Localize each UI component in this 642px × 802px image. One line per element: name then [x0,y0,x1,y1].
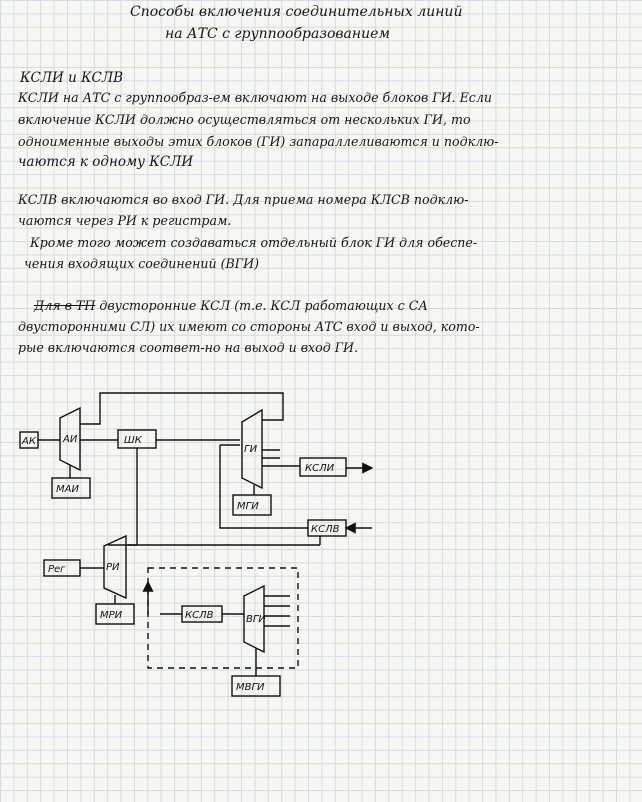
paragraph3-line: двусторонними СЛ) их имеют со стороны АТ… [18,319,480,334]
mgi-label: МГИ [237,501,259,512]
paragraph3-line: рые включаются соответ-но на выход и вхо… [18,340,359,355]
vgi-block [243,584,265,654]
ksl-v-label: КСЛВ [311,524,340,535]
paragraph1-line: чаются к одному КСЛИ [18,154,194,170]
gi-block [241,408,263,490]
gi-label: ГИ [244,444,258,455]
ksli-label: КСЛИ [305,463,335,474]
mai-label: МАИ [56,484,79,495]
reg-label: Рег [48,564,66,575]
paragraph1-line: КСЛИ на АТС с группообраз-ем включают на… [18,90,492,105]
paragraph1-line: включение КСЛИ должно осуществляться от … [18,112,471,127]
paragraph1-line: одноименные выходы этих блоков (ГИ) запа… [18,134,499,149]
paragraph2-line: Кроме того может создаваться отдельный б… [30,235,478,250]
mvgi-block [231,675,281,697]
mri-block [95,603,135,625]
subtitle: КСЛИ и КСЛВ [20,70,124,86]
vgi-label: ВГИ [246,614,266,625]
mgi-block [232,494,272,516]
paragraph2-line: чения входящих соединений (ВГИ) [24,256,260,271]
title-line-2: на АТС с группообразованием [165,26,391,42]
struck-text: Для в ТП [34,298,96,313]
ai-block [59,406,81,472]
kslv2-label: КСЛВ [185,610,214,621]
mai-block [51,477,91,499]
paragraph3-line: двусторонние КСЛ (т.е. КСЛ работающих с … [99,298,428,313]
mri-label: МРИ [100,610,123,621]
vgi-region [147,567,299,669]
ak-label: АК [21,436,37,447]
paragraph2-line: чаются через РИ к регистрам. [18,213,232,228]
ri-block [103,534,127,600]
mvgi-label: МВГИ [236,682,265,693]
ksli-block [299,457,347,477]
ri-label: РИ [106,562,120,573]
shk-label: ШК [124,435,143,446]
paragraph2-line: КСЛВ включаются во вход ГИ. Для приема н… [18,192,469,207]
ai-label: АИ [62,434,78,445]
title-line-1: Способы включения соединительных линий [130,4,463,20]
